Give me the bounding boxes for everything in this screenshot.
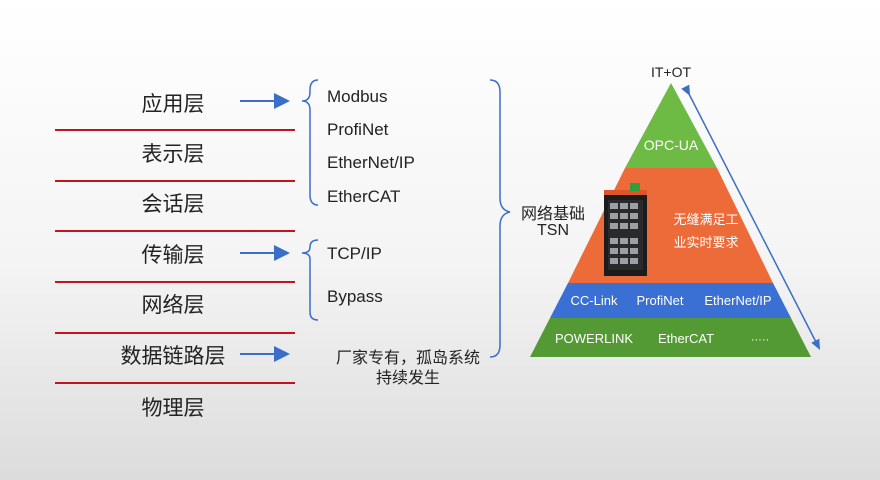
tsn-label-line2: TSN xyxy=(537,222,569,239)
layer-transport: 传输层 xyxy=(141,243,205,267)
tsn-label-line1: 网络基础 xyxy=(520,204,585,223)
layer-divider xyxy=(55,281,295,283)
layer-datalink: 数据链路层 xyxy=(120,344,226,368)
double-arrow-it-ot xyxy=(681,84,821,351)
pyramid-top xyxy=(625,83,717,168)
brace-transport xyxy=(301,239,319,321)
protocol-bypass: Bypass xyxy=(327,287,383,306)
layer-divider xyxy=(55,382,295,384)
blue-item-3: EtherNet/IP xyxy=(704,293,771,308)
layer-physical: 物理层 xyxy=(141,396,205,420)
layer-divider xyxy=(55,332,295,334)
layer-divider xyxy=(55,230,295,232)
blue-item-1: CC-Link xyxy=(571,293,618,308)
middle-text-line2: 业实时要求 xyxy=(673,236,738,251)
layer-divider xyxy=(55,129,295,131)
middle-text-line1: 无缝满足工 xyxy=(673,213,738,228)
brace-tsn xyxy=(489,79,511,358)
protocol-modbus: Modbus xyxy=(327,87,388,106)
layer-divider xyxy=(55,180,295,182)
protocol-profinet: ProfiNet xyxy=(327,120,389,139)
top-label: OPC-UA xyxy=(644,137,699,153)
datalink-note-line2: 持续发生 xyxy=(375,368,440,387)
protocol-ethercat: EtherCAT xyxy=(327,187,401,206)
switch-device-icon xyxy=(604,183,647,276)
layer-session: 会话层 xyxy=(141,192,205,216)
datalink-note-line1: 厂家专有，孤岛系统 xyxy=(335,348,480,367)
green-item-1: POWERLINK xyxy=(555,331,633,346)
layer-application: 应用层 xyxy=(141,92,205,116)
green-item-2: EtherCAT xyxy=(658,331,714,346)
protocol-tcp-ip: TCP/IP xyxy=(327,244,382,263)
layer-presentation: 表示层 xyxy=(141,142,205,166)
protocol-ethernet-ip: EtherNet/IP xyxy=(327,153,415,172)
blue-item-2: ProfiNet xyxy=(637,293,684,308)
green-item-3: ····· xyxy=(751,334,769,346)
pyramid-middle xyxy=(568,168,773,283)
brace-application xyxy=(301,79,319,206)
layer-network: 网络层 xyxy=(141,293,205,317)
apex-label: IT+OT xyxy=(651,64,692,80)
